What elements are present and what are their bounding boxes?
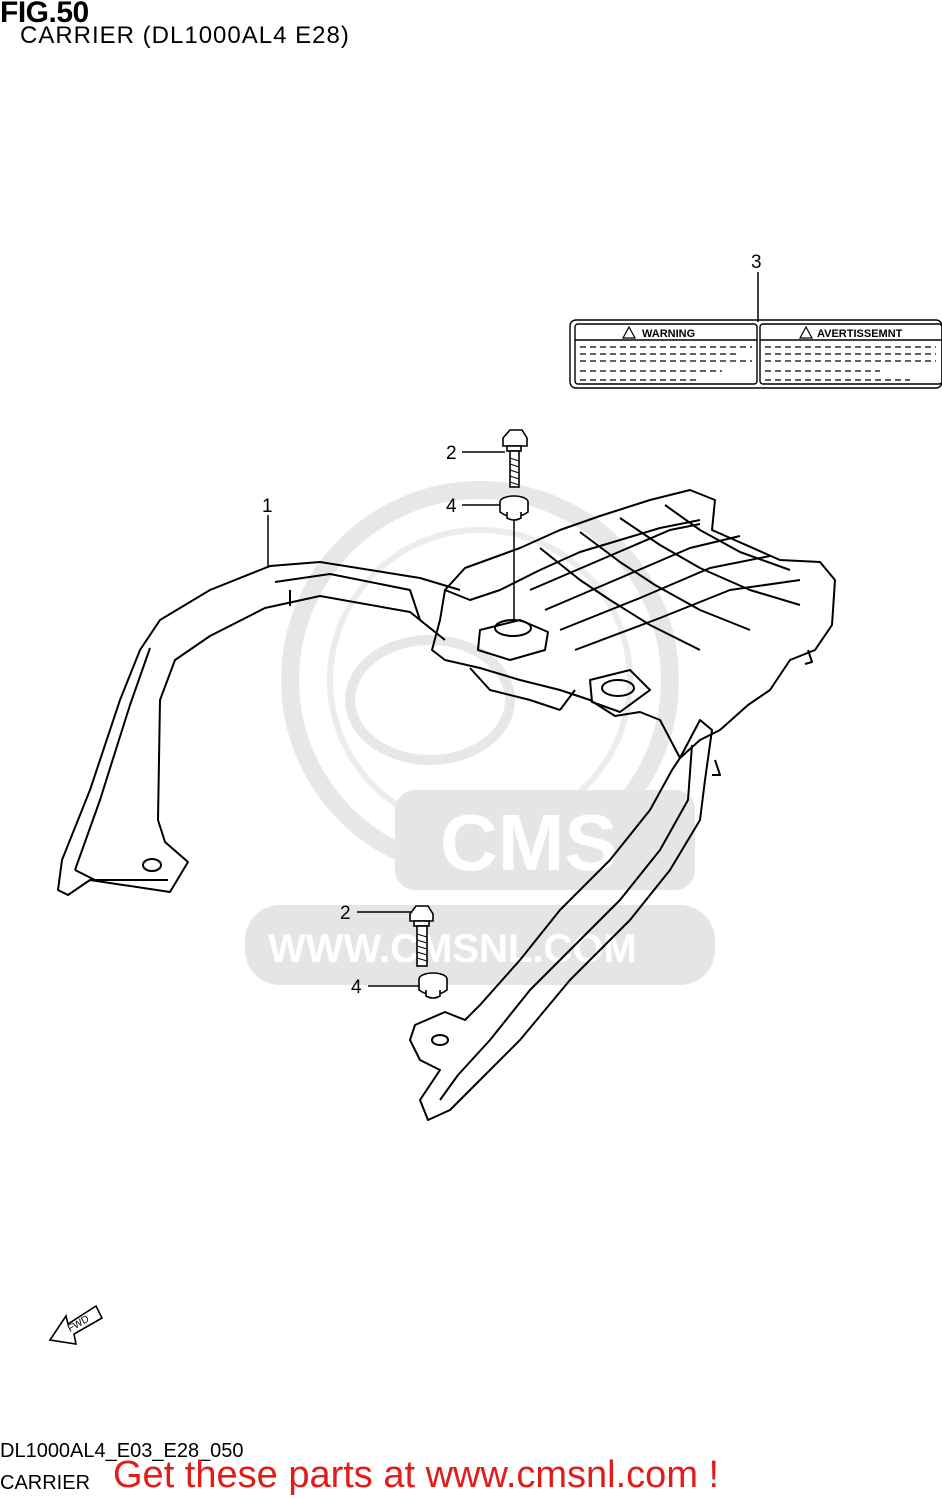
watermark-url: WWW.CMSNL.COM <box>268 927 637 971</box>
carrier-rack <box>57 489 836 1121</box>
avertissement-heading: AVERTISSEMNT <box>817 328 903 340</box>
watermark-logo: CMS <box>440 798 618 887</box>
callout-4-bottom: 4 <box>351 977 362 998</box>
figure-number: FIG.50 <box>0 0 89 29</box>
warning-heading: WARNING <box>642 328 695 340</box>
warning-label <box>569 319 942 389</box>
bolt-icon <box>409 905 434 967</box>
washer-icon <box>418 972 448 999</box>
get-parts-link[interactable]: Get these parts at www.cmsnl.com ! <box>113 1454 720 1496</box>
callout-2-bottom: 2 <box>340 903 351 924</box>
leader-lines <box>267 272 759 987</box>
cms-watermark: CMS WWW.CMSNL.COM <box>245 481 715 985</box>
callout-2-top: 2 <box>446 443 457 464</box>
diagram-code: DL1000AL4_E03_E28_050 <box>0 1440 244 1462</box>
figure-subtitle: CARRIER (DL1000AL4 E28) <box>20 22 350 49</box>
callout-1: 1 <box>262 496 273 517</box>
section-name: CARRIER <box>0 1472 91 1494</box>
callout-3: 3 <box>751 252 762 273</box>
washer-icon <box>499 495 529 521</box>
forward-direction-arrow-icon: FWD <box>48 1304 104 1345</box>
callout-4-top: 4 <box>446 496 457 517</box>
bolt-icon <box>502 429 528 488</box>
